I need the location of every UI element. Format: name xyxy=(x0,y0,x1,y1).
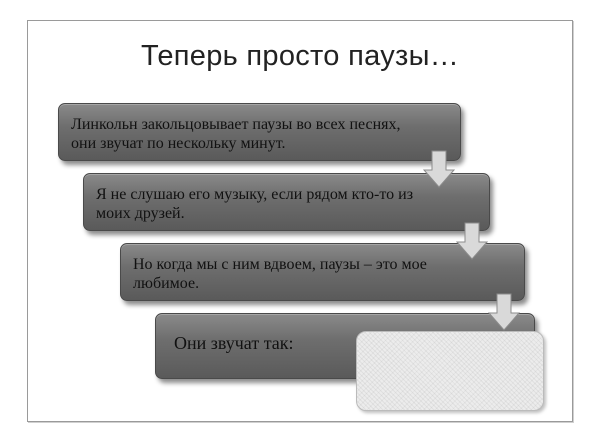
slide-title: Теперь просто паузы… xyxy=(140,40,460,72)
process-step-2-text: Я не слушаю его музыку, если рядом кто-т… xyxy=(96,186,414,222)
sound-placeholder-box xyxy=(356,331,544,411)
down-arrow-icon xyxy=(456,222,488,260)
process-step-4-text: Они звучат так: xyxy=(174,333,294,353)
process-step-3: Но когда мы с ним вдвоем, паузы – это мо… xyxy=(120,243,525,301)
process-step-2: Я не слушаю его музыку, если рядом кто-т… xyxy=(83,173,490,231)
down-arrow-icon xyxy=(488,293,520,331)
process-step-4: Они звучат так: xyxy=(155,313,535,379)
process-step-1-text: Линкольн закольцовывает паузы во всех пе… xyxy=(71,116,401,152)
process-step-1: Линкольн закольцовывает паузы во всех пе… xyxy=(58,103,461,161)
down-arrow-icon xyxy=(423,150,455,188)
process-step-3-text: Но когда мы с ним вдвоем, паузы – это мо… xyxy=(133,256,427,292)
